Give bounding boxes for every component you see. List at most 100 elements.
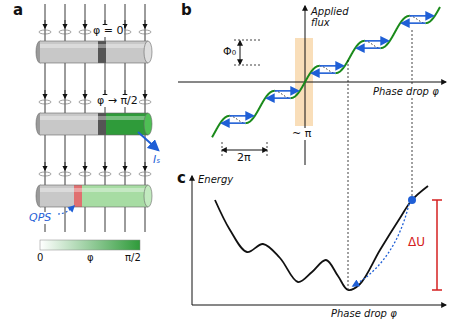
flux-arrow [85,90,86,98]
flux-arrow [85,162,86,170]
unstable-branch [410,16,426,23]
period-label: 2π [236,152,252,164]
current-arrow [138,132,158,150]
colorbar-label: φ [86,252,95,263]
phase-jump [365,40,388,42]
cylinder-highlight [106,116,148,120]
cylinder-cap [144,113,152,135]
cylinder-highlight [98,44,106,48]
flux-arrow [65,20,66,28]
axis-label: Phase drop φ [372,86,440,97]
current-loop [139,30,151,34]
flux-arrow [85,20,86,28]
x-axis [192,305,446,306]
y-axis [192,176,193,305]
panel-letter: c [176,170,187,187]
period-arrow [222,150,267,151]
colorbar-tick: π/2 [124,252,142,263]
flux-arrow [45,90,46,98]
barrier-label: ΔU [407,236,426,249]
colorbar [40,240,140,250]
cylinder-edge [40,113,148,114]
cylinder-edge [40,185,148,186]
barrier-tick [432,289,442,291]
flux-arrow [145,20,146,28]
unstable-branch [320,66,336,73]
phase-jump [357,47,381,49]
barrier-tick [432,199,442,201]
current-loop [39,30,51,34]
stable-branch [291,66,320,98]
qps-label: QPS [28,212,52,224]
current-loop [39,100,51,104]
colorbar-tick: 0 [36,252,44,263]
cylinder-highlight [74,188,82,192]
current-loop [59,100,71,104]
cylinder-highlight [40,188,74,192]
guide-line [412,30,413,200]
stable-branch [246,91,275,123]
flux-arrow [145,162,146,170]
state-label: φ → π/2 [96,95,139,107]
current-loop [119,172,131,176]
phase-jump [402,22,426,24]
panel-a [36,4,158,250]
cylinder-body [106,113,148,135]
cylinder-body [40,41,98,63]
current-loop [79,30,91,34]
escape-arrow [353,204,409,286]
potential-curve [215,186,428,290]
cylinder-highlight [106,44,148,48]
flux-arrow [45,162,46,170]
barrier-bar [436,200,438,290]
state-label: φ = 0 [92,25,124,37]
cylinder-cap [144,41,152,63]
current-loop [59,30,71,34]
phase-jump [230,115,253,117]
cylinder-highlight [40,116,98,120]
guide-line [234,65,262,66]
cylinder-cap [144,185,152,207]
guide-line [222,142,223,156]
cylinder-edge [40,41,148,42]
state-dot [408,196,416,204]
flux-arrow [145,90,146,98]
y-axis [305,6,306,165]
unstable-branch [230,116,246,123]
x-axis [178,82,446,83]
panel-b [178,6,446,290]
flux-arrow [65,90,66,98]
axis-label: Energy [197,174,234,185]
cylinder-edge [40,63,148,64]
current-loop [139,100,151,104]
cylinder-highlight [40,44,98,48]
unstable-branch [365,41,381,48]
phase-jump [312,72,336,74]
current-loop [79,172,91,176]
flux-arrow [65,162,66,170]
stable-branch [381,16,410,48]
guide-line [267,142,268,156]
current-loop [39,172,51,176]
current-loop [59,172,71,176]
panel-letter: a [12,2,24,19]
unstable-branch [275,91,291,98]
qps-arrow [58,206,74,214]
cylinder-edge [40,207,148,208]
phase-jump [267,97,291,99]
panel-letter: b [180,2,193,19]
flux-arrow [125,162,126,170]
guide-line [234,40,262,41]
period-arrow [240,41,241,64]
stable-branch [336,41,365,73]
phase-jump [410,15,433,17]
phase-jump [320,65,343,67]
cylinder-edge [40,135,148,136]
axis-label: Applied flux [310,6,356,28]
flux-arrow [105,162,106,170]
cylinder-body [40,113,98,135]
highlight-label: ~ π [291,128,312,140]
guide-line [348,60,349,290]
cylinder-body [98,41,106,63]
